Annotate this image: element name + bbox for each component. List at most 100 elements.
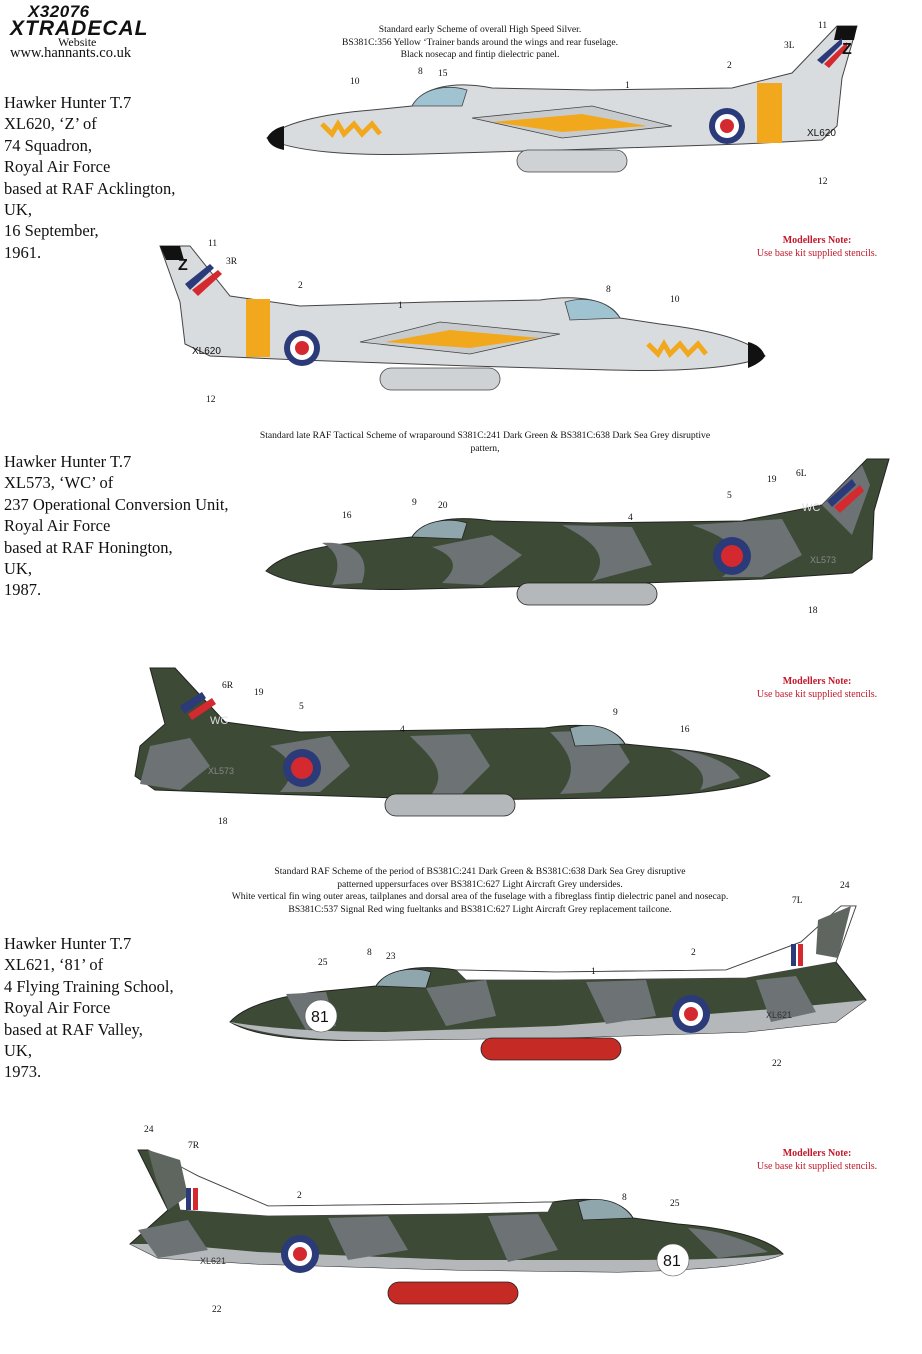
callout-4: 4 — [400, 725, 405, 735]
callout-3l: 3L — [784, 41, 795, 51]
aircraft-3-scheme: Standard RAF Scheme of the period of BS3… — [170, 866, 790, 916]
scheme-line: Standard RAF Scheme of the period of BS3… — [274, 866, 686, 877]
info-line: based at RAF Valley, — [4, 1019, 143, 1039]
callout-2: 2 — [297, 1191, 302, 1201]
callout-24: 24 — [144, 1125, 154, 1135]
note-title: Modellers Note: — [782, 676, 852, 687]
callout-24: 24 — [840, 881, 850, 891]
callout-2: 2 — [298, 281, 303, 291]
aircraft-1-scheme: Standard early Scheme of overall High Sp… — [280, 24, 680, 62]
callout-12: 12 — [818, 177, 828, 187]
callout-22: 22 — [212, 1305, 222, 1315]
aircraft-3-info: Hawker Hunter T.7 XL621, ‘81’ of 4 Flyin… — [4, 933, 174, 1083]
note-text: Use base kit supplied stencils. — [756, 1161, 878, 1172]
callout-8: 8 — [606, 285, 611, 295]
info-line: XL573, ‘WC’ of — [4, 473, 114, 493]
info-line: 4 Flying Training School, — [4, 976, 174, 996]
aircraft-1-left-profile: Z XL620 11 3R 2 1 8 10 12 — [159, 239, 766, 405]
info-line: based at RAF Honington, — [4, 537, 173, 557]
callout-3r: 3R — [226, 257, 238, 267]
callout-7r: 7R — [188, 1141, 200, 1151]
info-line: 237 Operational Conversion Unit, — [4, 494, 229, 514]
scheme-line: patterned uppersurfaces over BS381C:627 … — [337, 878, 623, 890]
website-url[interactable]: www.hannants.co.uk — [10, 45, 132, 61]
info-line: Hawker Hunter T.7 — [4, 934, 132, 953]
info-line: 1987. — [4, 580, 42, 600]
scheme-line: Black nosecap and fintip dielectric pane… — [400, 49, 560, 61]
callout-25: 25 — [318, 958, 328, 968]
modellers-note: Modellers Note: Use base kit supplied st… — [732, 675, 902, 701]
aircraft-2-scheme: Standard late RAF Tactical Scheme of wra… — [200, 430, 770, 455]
callout-11: 11 — [208, 239, 217, 249]
info-line: 1961. — [4, 242, 42, 262]
scheme-line: BS381C:356 Yellow ‘Trainer bands around … — [342, 36, 618, 48]
callout-5: 5 — [727, 491, 732, 501]
callout-19: 19 — [254, 688, 264, 698]
callout-18: 18 — [808, 606, 818, 616]
callout-19: 19 — [767, 475, 777, 485]
info-line: 74 Squadron, — [4, 135, 92, 155]
callout-6r: 6R — [222, 681, 234, 691]
serial-marking: XL620 — [807, 128, 836, 139]
note-text: Use base kit supplied stencils. — [756, 689, 878, 700]
callout-1: 1 — [591, 967, 596, 977]
callout-8: 8 — [622, 1193, 627, 1203]
callout-2: 2 — [727, 61, 732, 71]
aircraft-2-info: Hawker Hunter T.7 XL573, ‘WC’ of 237 Ope… — [4, 451, 229, 601]
info-line: Hawker Hunter T.7 — [4, 452, 132, 471]
info-line: UK, — [4, 559, 32, 579]
info-line: XL620, ‘Z’ of — [4, 114, 97, 134]
note-title: Modellers Note: — [782, 1148, 852, 1159]
code-letter: Z — [842, 41, 852, 58]
product-code: X32076 — [28, 2, 90, 21]
info-line: 1973. — [4, 1062, 42, 1082]
serial-marking: XL620 — [192, 346, 221, 357]
website-label: Website — [58, 35, 97, 49]
callout-7l: 7L — [792, 896, 803, 906]
callout-10: 10 — [670, 295, 680, 305]
scheme-line: Standard early Scheme of overall High Sp… — [378, 24, 582, 35]
callout-8: 8 — [367, 948, 372, 958]
info-line: XL621, ‘81’ of — [4, 955, 104, 975]
callout-8: 8 — [418, 67, 423, 77]
info-line: UK, — [4, 200, 32, 220]
code-number: 81 — [663, 1253, 681, 1270]
aircraft-2-left-profile: WC XL573 6R 19 5 4 9 16 18 — [134, 667, 771, 827]
info-line: Royal Air Force — [4, 516, 111, 536]
callout-12: 12 — [206, 395, 216, 405]
callout-2: 2 — [691, 948, 696, 958]
aircraft-1-info: Hawker Hunter T.7 XL620, ‘Z’ of 74 Squad… — [4, 92, 175, 263]
brand-logo: XTRADECAL — [10, 17, 149, 40]
info-line: Hawker Hunter T.7 — [4, 93, 132, 112]
modellers-note: Modellers Note: Use base kit supplied st… — [732, 1147, 902, 1173]
callout-25: 25 — [670, 1199, 680, 1209]
aircraft-3-left-profile: 81 XL621 24 7R 2 8 25 22 — [129, 1125, 784, 1315]
serial-marking: XL621 — [200, 1256, 226, 1266]
callout-1: 1 — [398, 301, 403, 311]
callout-1: 1 — [625, 81, 630, 91]
callout-20: 20 — [438, 501, 448, 511]
info-line: UK, — [4, 1041, 32, 1061]
note-text: Use base kit supplied stencils. — [756, 248, 878, 259]
info-line: Royal Air Force — [4, 998, 111, 1018]
callout-11: 11 — [818, 21, 827, 31]
callout-5: 5 — [299, 702, 304, 712]
serial-marking: XL573 — [810, 555, 836, 565]
callout-9: 9 — [613, 708, 618, 718]
callout-18: 18 — [218, 817, 228, 827]
callout-9: 9 — [412, 498, 417, 508]
scheme-line: Standard late RAF Tactical Scheme of wra… — [259, 430, 711, 441]
callout-23: 23 — [386, 952, 396, 962]
note-title: Modellers Note: — [782, 235, 852, 246]
aircraft-2-right-profile: WC XL573 19 6L 16 9 20 4 5 18 — [265, 458, 890, 616]
scheme-line: BS381C:537 Signal Red wing fueltanks and… — [288, 903, 672, 915]
callout-22: 22 — [772, 1059, 782, 1069]
callout-16: 16 — [680, 725, 690, 735]
code-letter: Z — [178, 257, 188, 274]
scheme-line: White vertical fin wing outer areas, tai… — [231, 891, 729, 903]
code-letter: WC — [802, 502, 820, 514]
serial-marking: XL621 — [766, 1010, 792, 1020]
callout-4: 4 — [628, 513, 633, 523]
aircraft-3-right-profile: 81 XL621 24 7L 25 8 23 1 2 22 — [229, 881, 867, 1069]
info-line: based at RAF Acklington, — [4, 178, 176, 198]
